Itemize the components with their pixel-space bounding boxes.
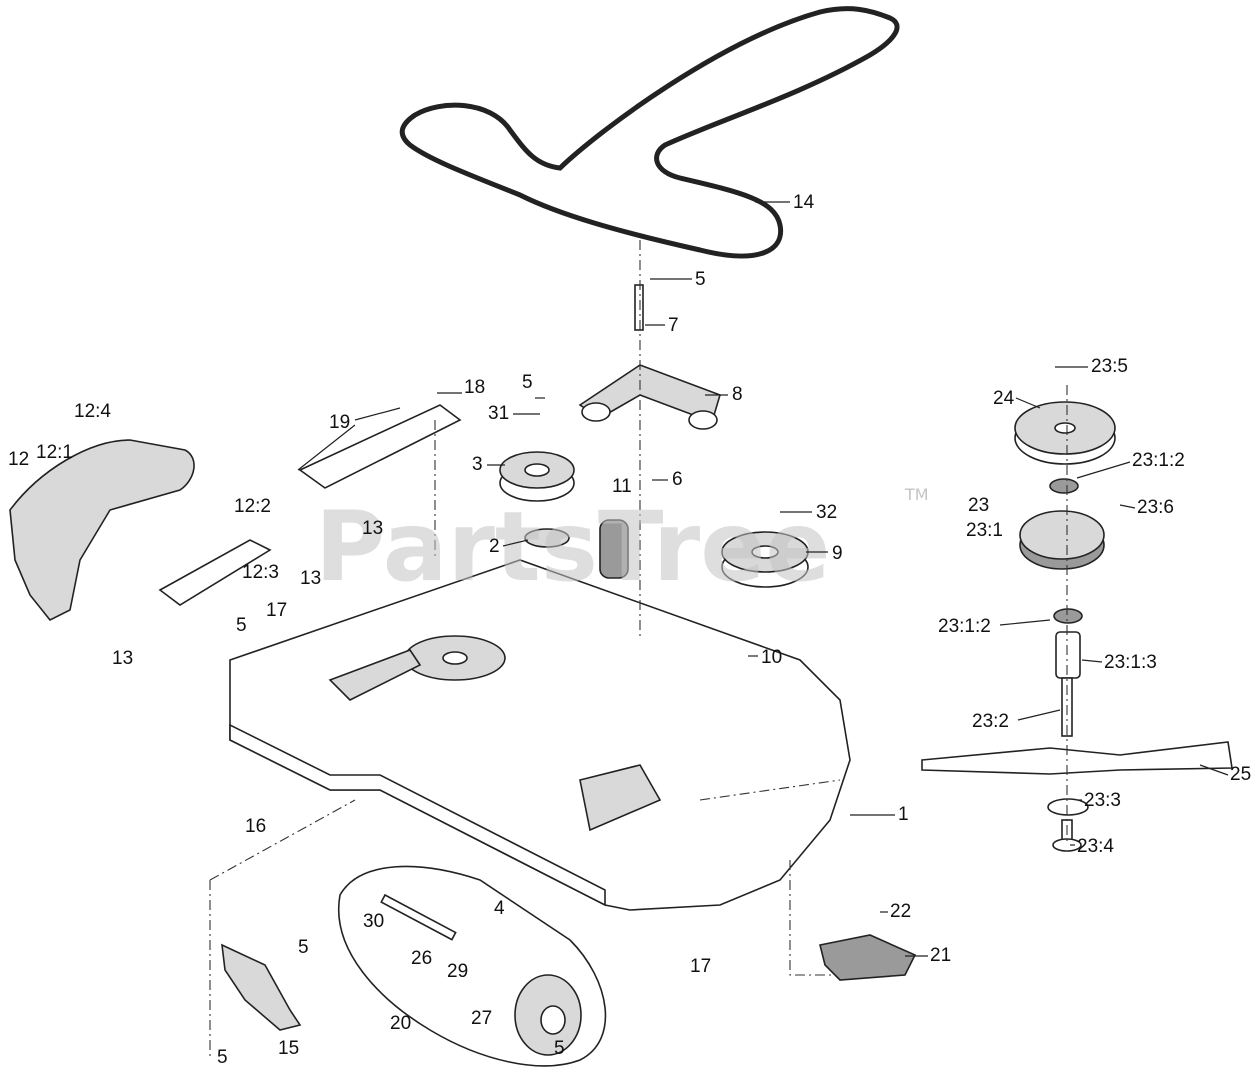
callout-label: 7: [668, 315, 679, 336]
callout-label: 19: [329, 412, 350, 433]
pulley-9: [721, 531, 809, 588]
callout-label: 5: [217, 1047, 228, 1068]
callout-label: 15: [278, 1038, 299, 1059]
callout-label: 30: [363, 911, 384, 932]
drive-belt: [399, 6, 900, 259]
callout-label: 12: [8, 449, 29, 470]
callout-label: 1: [898, 804, 909, 825]
pulley-3: [499, 451, 575, 502]
callout-label: 9: [832, 543, 843, 564]
callout-label: 5: [522, 372, 533, 393]
callout-label: 4: [494, 898, 505, 919]
callout-label: 11: [612, 476, 632, 497]
callout-label: 2: [489, 536, 500, 557]
callout-label: 18: [464, 377, 485, 398]
bearing-23-1-2: [1049, 478, 1083, 624]
callout-label: 13: [112, 648, 133, 669]
callout-label: 3: [472, 454, 483, 475]
callout-label: 25: [1230, 764, 1251, 785]
bolt-7: [634, 284, 644, 331]
callout-label: 23:1:2: [1132, 450, 1185, 471]
callout-label: 23: [968, 495, 989, 516]
callout-label: 12:1: [36, 442, 73, 463]
callout-label: 23:1:2: [938, 616, 991, 637]
bracket-15: [221, 943, 302, 1031]
blade-25: [921, 741, 1233, 775]
callout-label: 32: [816, 502, 837, 523]
callout-label: 13: [362, 518, 383, 539]
assembly-lines: [209, 240, 1068, 1060]
grate-21: [819, 934, 917, 981]
callout-label: 23:4: [1077, 836, 1114, 857]
spindle-housing-23: [1019, 510, 1105, 570]
callout-label: 5: [298, 937, 309, 958]
callout-label: 5: [236, 615, 247, 636]
spring-11: [599, 519, 629, 579]
callout-label: 31: [488, 403, 509, 424]
deflector-12: [9, 439, 272, 622]
idler-arm: [578, 364, 721, 430]
callout-label: 21: [930, 945, 951, 966]
watermark-tm: TM: [904, 485, 929, 504]
callout-label: 22: [890, 901, 911, 922]
callout-label: 5: [695, 269, 706, 290]
spindle-pulley-24: [1014, 401, 1116, 465]
callout-label: 12:2: [234, 496, 271, 517]
callout-label: 23:1:3: [1104, 652, 1157, 673]
callout-label: 20: [390, 1013, 411, 1034]
callout-label: 24: [993, 388, 1015, 409]
callout-label: 6: [672, 469, 683, 490]
cone-washer-2: [524, 528, 570, 548]
callout-label: 14: [793, 192, 815, 213]
callout-leads: [297, 201, 1229, 957]
callout-label: 27: [471, 1008, 492, 1029]
spacer-23-1-3: [1055, 631, 1081, 679]
callout-label: 23:2: [972, 711, 1009, 732]
watermark-text: PartsTree: [315, 491, 830, 603]
callout-label: 17: [690, 956, 711, 977]
callout-label: 23:5: [1091, 356, 1128, 377]
callout-label: 29: [447, 961, 468, 982]
anti-scalp-wheel-20: [337, 865, 607, 1067]
callout-label: 23:6: [1137, 497, 1174, 518]
callout-label: 8: [732, 384, 743, 405]
callout-label: 23:1: [966, 520, 1003, 541]
callout-label: 10: [761, 647, 782, 668]
washer-23-3: [1047, 798, 1089, 816]
callout-label: 16: [245, 816, 266, 837]
callout-label: 23:3: [1084, 790, 1121, 811]
belt-shield-18: [298, 404, 462, 489]
callout-label: 5: [554, 1038, 565, 1059]
callout-label: 12:3: [242, 562, 279, 583]
callout-label: 13: [300, 568, 321, 589]
callout-label: 12:4: [74, 401, 111, 422]
mower-deck-1: [229, 559, 851, 911]
callout-label: 26: [411, 948, 432, 969]
callout-label: 17: [266, 600, 287, 621]
